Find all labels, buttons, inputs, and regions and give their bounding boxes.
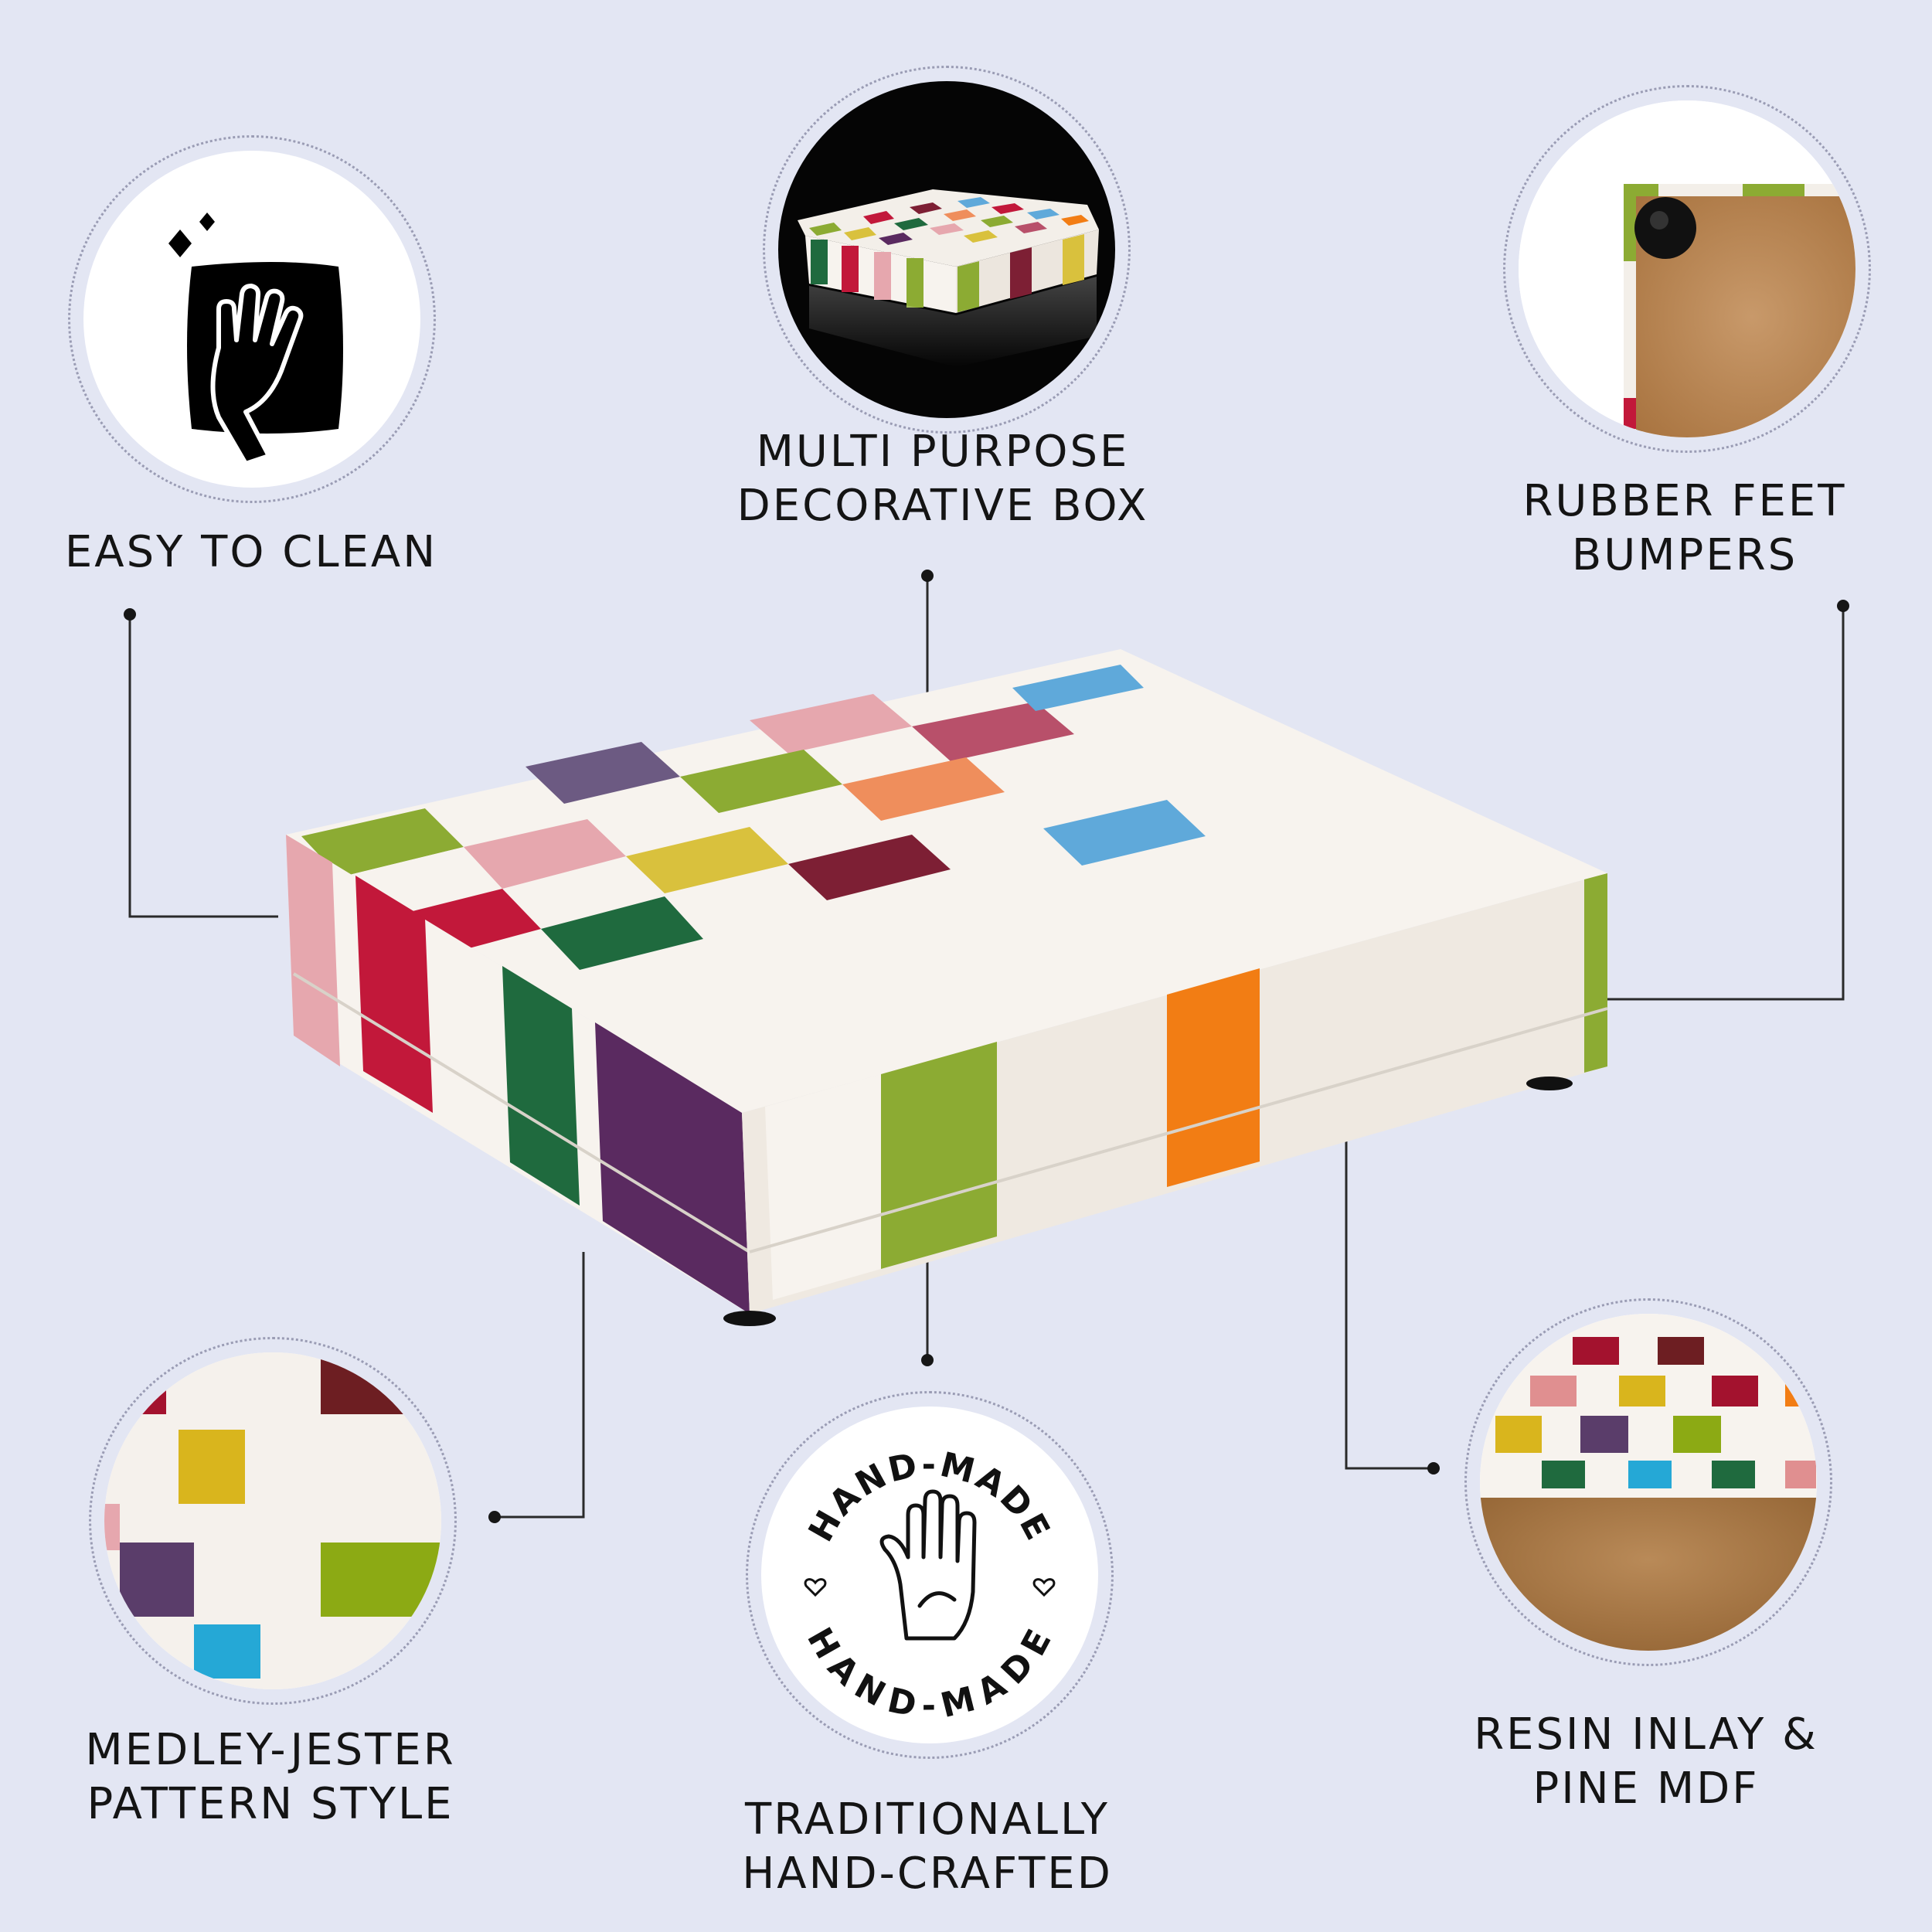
hand-made-stamp-icon: HAND-MADE HAND-MADE (761, 1406, 1098, 1743)
rubber-feet-label: RUBBER FEET BUMPERS (1522, 476, 1847, 580)
box-on-black-photo (778, 81, 1115, 418)
checkered-box-product (270, 634, 1615, 1329)
resin-mdf-closeup (1480, 1314, 1817, 1651)
connector-medley (495, 1252, 585, 1519)
medley-label: MEDLEY-JESTER PATTERN STYLE (85, 1725, 456, 1829)
handcrafted-label: TRADITIONALLY HAND-CRAFTED (742, 1794, 1113, 1899)
resin-label: RESIN INLAY & PINE MDF (1474, 1709, 1818, 1814)
rubber-foot-closeup (1519, 100, 1855, 437)
connector-rubber-feet (1607, 606, 1845, 1001)
pattern-closeup (104, 1352, 441, 1689)
connector-dot-resin (1427, 1462, 1440, 1475)
connector-dot-easy-clean (124, 608, 136, 621)
feature-ring (763, 66, 1131, 434)
connector-dot-rubber-feet (1837, 600, 1849, 612)
easy-clean-label: EASY TO CLEAN (64, 527, 438, 577)
lid-squares (301, 665, 1206, 970)
connector-dot-handcrafted (921, 1354, 934, 1366)
connector-dot-multi-purpose (921, 570, 934, 582)
connector-resin (1345, 1128, 1434, 1470)
feature-ring (89, 1337, 457, 1705)
svg-text:HAND-MADE: HAND-MADE (801, 1445, 1059, 1549)
wipe-hand-icon (168, 213, 343, 466)
feature-ring (1503, 85, 1871, 453)
connector-dot-medley (488, 1511, 501, 1523)
feature-ring (68, 135, 436, 503)
feature-ring (746, 1391, 1114, 1759)
feature-ring (1464, 1298, 1832, 1666)
easy-clean-disc (83, 151, 420, 488)
multi-purpose-label: MULTI PURPOSE DECORATIVE BOX (736, 427, 1149, 531)
connector-easy-clean (128, 614, 278, 918)
